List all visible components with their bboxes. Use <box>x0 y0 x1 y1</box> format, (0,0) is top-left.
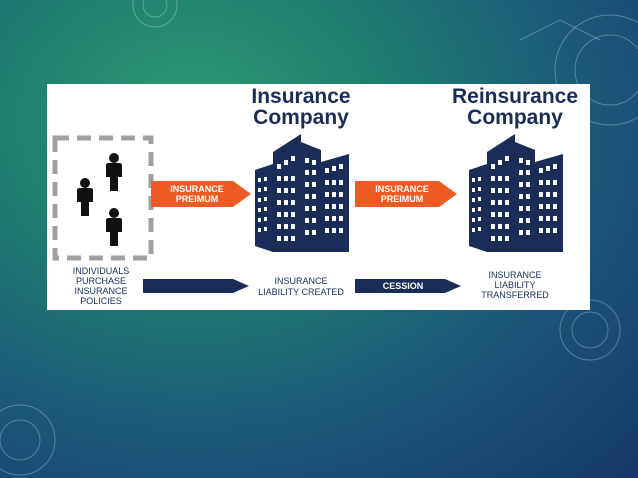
caption-individuals-line-4: POLICIES <box>80 296 122 306</box>
caption-individuals-line-2: PURCHASE <box>76 276 126 286</box>
reinsurance-company-title-line-2: Company <box>467 106 563 129</box>
arrow-2-label-line-1: INSURANCE <box>375 184 429 194</box>
people-icon <box>77 153 122 246</box>
insurance-premium-arrow-1 <box>151 181 251 207</box>
reinsurance-diagram-panel: INSURANCE PREIMUM Insurance Company INSU… <box>47 84 590 310</box>
caption-reinsurance-company-line-2: LIABILITY <box>494 280 535 290</box>
caption-insurance-company-line-1: INSURANCE <box>274 276 327 286</box>
building-icon <box>469 134 563 252</box>
insurance-company-title-line-2: Company <box>253 106 349 129</box>
building-icon <box>255 134 349 252</box>
caption-reinsurance-company-line-3: TRANSFERRED <box>481 290 549 300</box>
arrow-2-label-line-2: PREIMUM <box>381 194 424 204</box>
cession-arrow-label: CESSION <box>383 281 424 291</box>
arrow-1-label-line-2: PREIMUM <box>176 194 219 204</box>
insurance-company-title-line-1: Insurance <box>251 85 350 108</box>
individuals-dashed-box <box>52 135 154 261</box>
caption-individuals-line-3: INSURANCE <box>74 286 127 296</box>
insurance-premium-arrow-2 <box>355 181 457 207</box>
arrow-1-label-line-1: INSURANCE <box>170 184 224 194</box>
cession-arrow <box>355 279 461 293</box>
policy-purchase-arrow <box>143 279 249 293</box>
reinsurance-company-title-line-1: Reinsurance <box>452 85 578 108</box>
caption-insurance-company-line-2: LIABILITY CREATED <box>258 287 344 297</box>
caption-individuals-line-1: INDIVIDUALS <box>73 266 130 276</box>
caption-reinsurance-company-line-1: INSURANCE <box>488 270 541 280</box>
reinsurance-diagram: INSURANCE PREIMUM Insurance Company INSU… <box>52 85 578 306</box>
